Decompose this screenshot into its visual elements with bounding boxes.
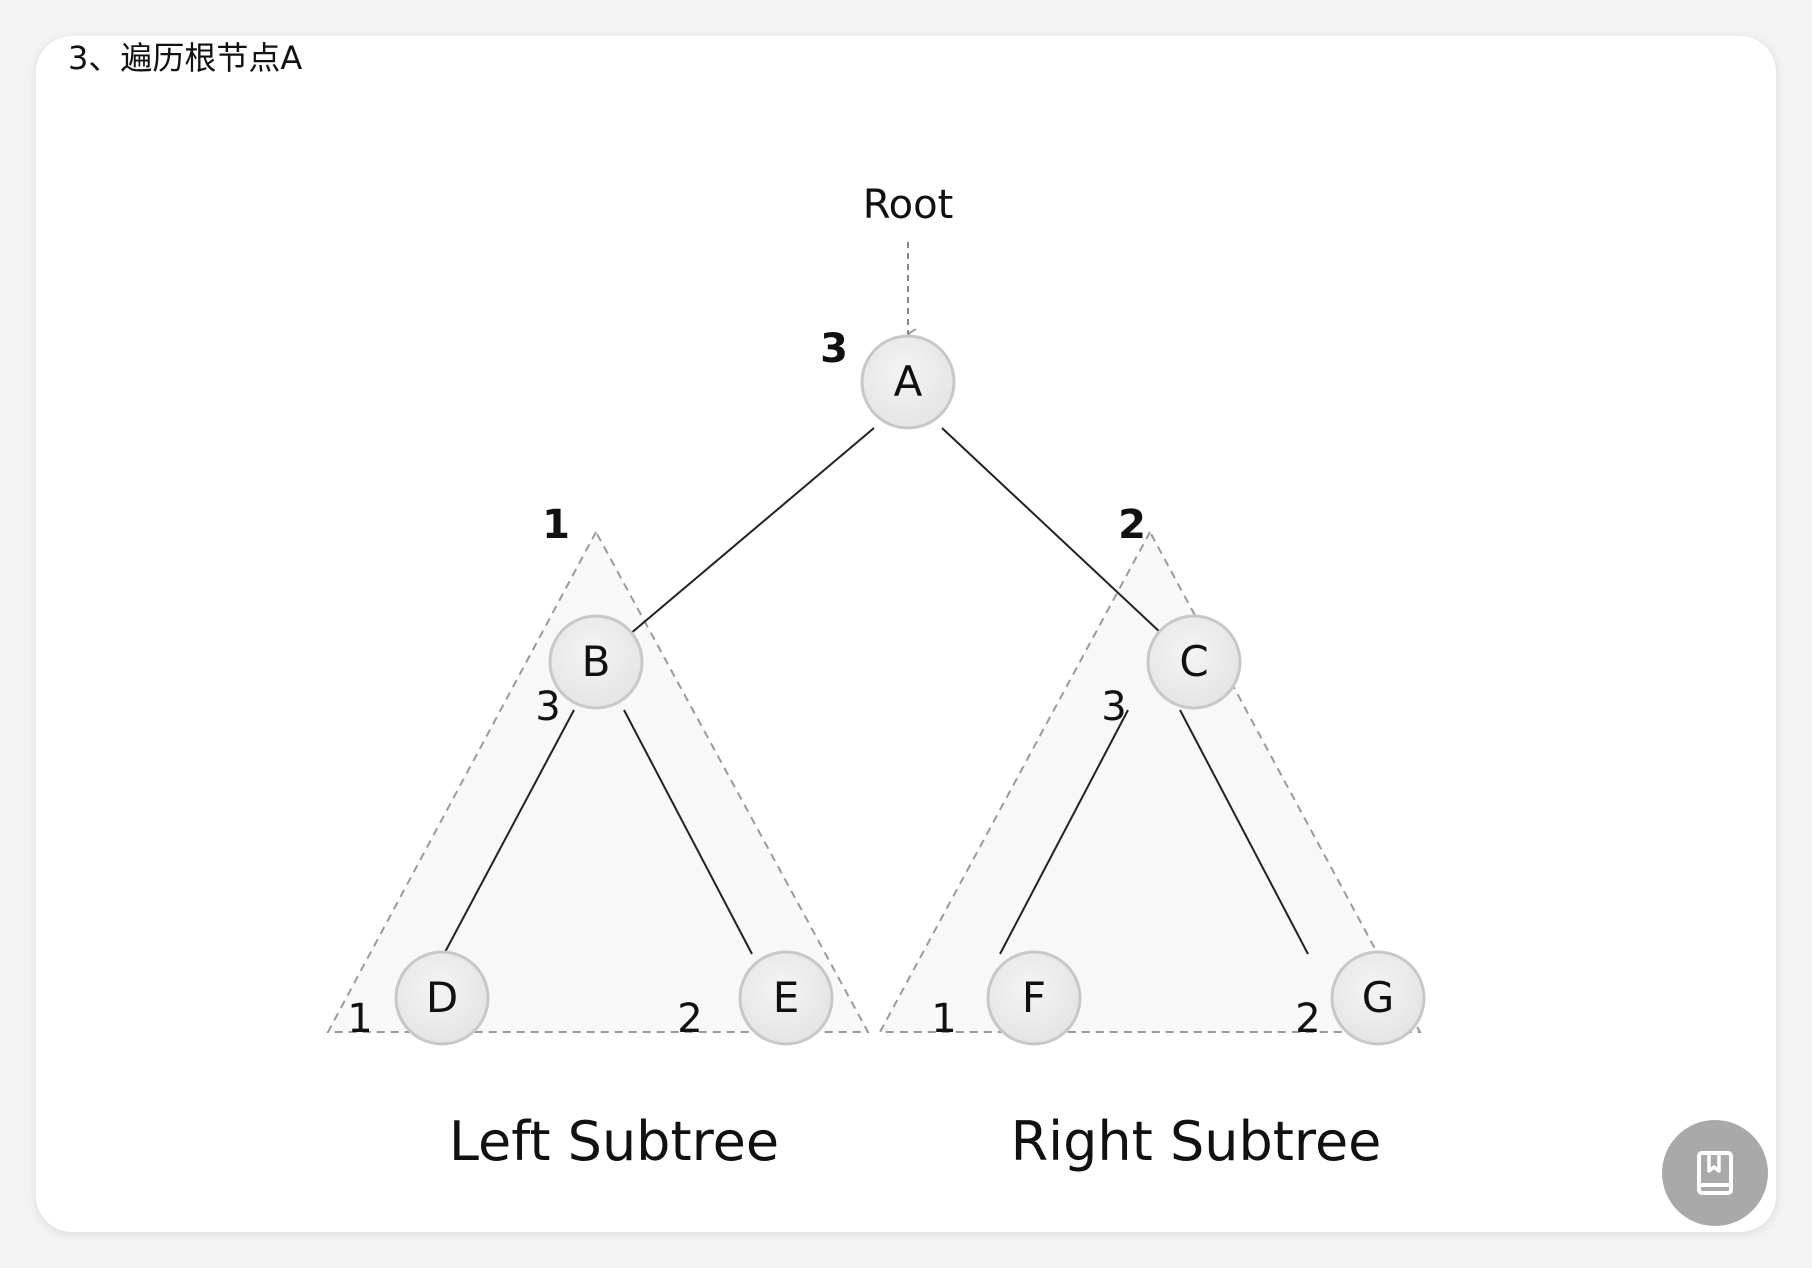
order-label-f: 1 [931, 996, 956, 1042]
left-subtree-caption: Left Subtree [449, 1110, 779, 1173]
content-card: 3、遍历根节点A A B [36, 36, 1776, 1232]
node-a: A [860, 334, 956, 430]
root-label: Root [863, 182, 954, 228]
order-label-right-subtree: 2 [1118, 502, 1146, 548]
node-f: F [986, 950, 1082, 1046]
svg-text:D: D [426, 973, 458, 1022]
order-label-left-subtree: 1 [542, 502, 570, 548]
order-label-b: 3 [535, 684, 560, 730]
binary-tree-diagram: A B C D E F G Root 3 1 2 [326, 182, 1426, 1173]
step-title: 3、遍历根节点A [68, 39, 303, 77]
svg-text:B: B [582, 637, 611, 686]
edge-b-d [443, 709, 575, 955]
node-e: E [738, 950, 834, 1046]
svg-text:C: C [1179, 637, 1208, 686]
right-subtree-triangle [878, 529, 1422, 1033]
order-label-e: 2 [677, 996, 702, 1042]
edge-b-e [623, 709, 753, 955]
edge-a-b [629, 427, 875, 635]
svg-text:F: F [1022, 973, 1046, 1022]
order-label-c: 3 [1101, 684, 1126, 730]
edge-c-g [1179, 709, 1309, 955]
node-b: B [548, 614, 644, 710]
bookmark-button[interactable] [1662, 1120, 1768, 1226]
svg-text:A: A [894, 357, 923, 406]
left-subtree-triangle [326, 529, 870, 1033]
node-c: C [1146, 614, 1242, 710]
order-label-g: 2 [1295, 996, 1320, 1042]
book-icon [1697, 1151, 1733, 1195]
node-d: D [394, 950, 490, 1046]
edge-a-c [941, 427, 1163, 635]
right-subtree-caption: Right Subtree [1011, 1110, 1382, 1173]
edge-c-f [999, 709, 1129, 955]
order-label-root: 3 [820, 326, 848, 372]
node-g: G [1330, 950, 1426, 1046]
order-label-d: 1 [347, 996, 372, 1042]
svg-text:G: G [1362, 973, 1395, 1022]
svg-text:E: E [773, 973, 800, 1022]
